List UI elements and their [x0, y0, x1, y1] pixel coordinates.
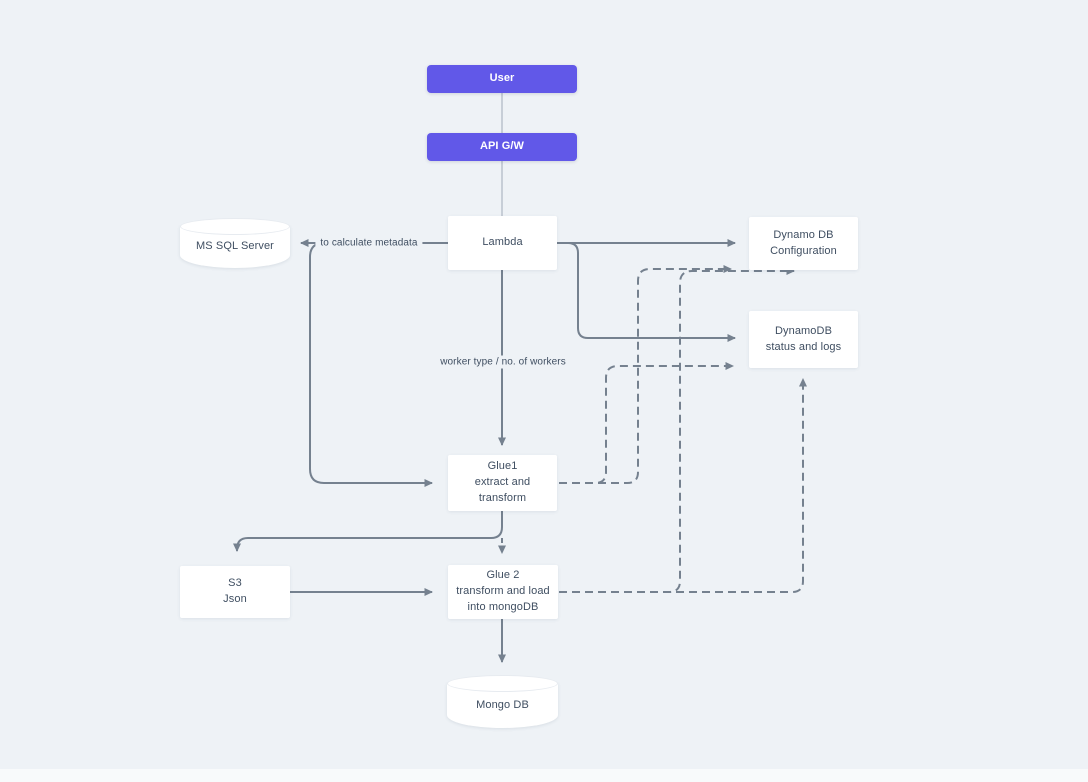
bottom-strip [0, 769, 1088, 782]
edge-glue2-dynamoconfig-dashed [559, 267, 795, 593]
edge-glue2-dynamostatus-dashed [559, 378, 807, 593]
node-dynamodb-configuration-label: Dynamo DB Configuration [770, 228, 837, 257]
node-s3-json[interactable]: S3 Json [180, 566, 290, 618]
node-mongo-db-label: Mongo DB [476, 698, 529, 711]
edge-glue1-dynamoconfig-dashed [559, 265, 732, 484]
node-user[interactable]: User [427, 65, 577, 93]
edge-label-worker-type: worker type / no. of workers [435, 355, 571, 369]
edge-glue1-dynamostatus-dashed [559, 362, 734, 484]
node-lambda-label: Lambda [482, 236, 523, 249]
edge-glue1-s3 [233, 511, 503, 552]
node-s3-json-label: S3 Json [223, 577, 247, 605]
node-ms-sql-server[interactable]: MS SQL Server [180, 218, 290, 268]
node-lambda[interactable]: Lambda [448, 216, 557, 270]
node-glue2[interactable]: Glue 2 transform and load into mongoDB [448, 565, 558, 619]
edge-lambda-dynamostatus [557, 242, 736, 342]
node-glue2-label: Glue 2 transform and load into mongoDB [456, 569, 550, 613]
node-ms-sql-server-label: MS SQL Server [196, 240, 274, 253]
node-mongo-db[interactable]: Mongo DB [447, 675, 558, 728]
cylinder-top [180, 218, 290, 235]
node-glue1[interactable]: Glue1 extract and transform [448, 455, 557, 511]
node-user-label: User [489, 72, 515, 85]
cylinder-top [447, 675, 558, 692]
node-dynamodb-status-logs-label: DynamoDB status and logs [765, 324, 842, 353]
node-api-gateway-label: API G/W [479, 140, 525, 153]
node-dynamodb-configuration[interactable]: Dynamo DB Configuration [749, 217, 858, 270]
node-glue1-label: Glue1 extract and transform [474, 460, 531, 504]
node-api-gateway[interactable]: API G/W [427, 133, 577, 161]
node-dynamodb-status-logs[interactable]: DynamoDB status and logs [749, 311, 858, 368]
edge-label-to-calculate-metadata: to calculate metadata [315, 236, 423, 250]
edge-mssql-glue1 [309, 242, 433, 487]
